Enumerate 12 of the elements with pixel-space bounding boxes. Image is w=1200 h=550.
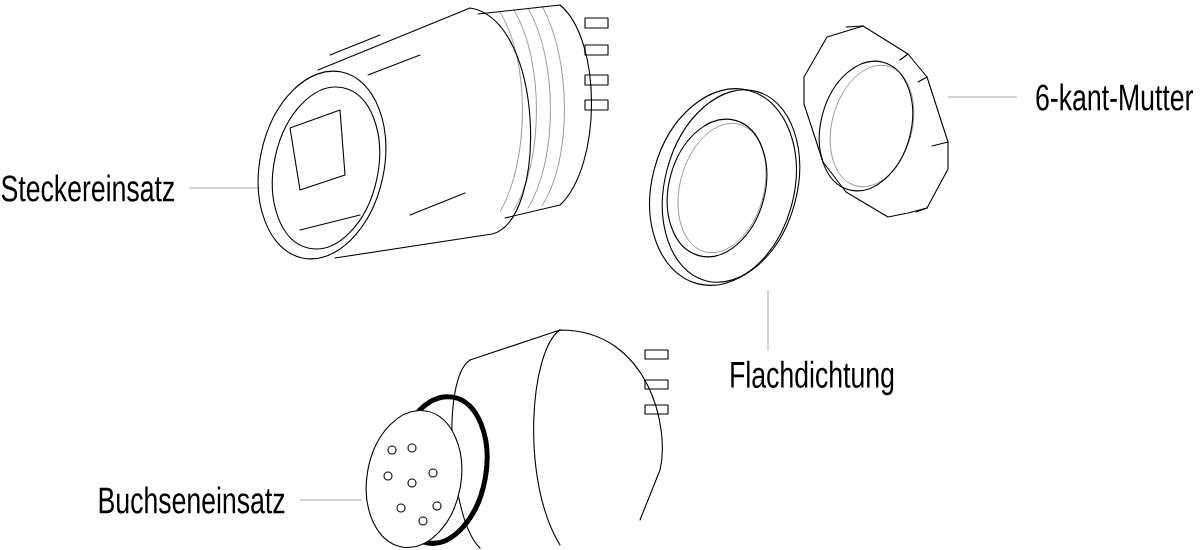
plug-insert-drawing [257, 4, 609, 260]
part-label: Flachdichtung [731, 360, 894, 396]
flat-gasket-drawing [649, 88, 801, 286]
leader-line [948, 96, 1017, 98]
part-label: Buchseneinsatz [99, 486, 285, 514]
part-label: Steckereinsatz [1, 174, 174, 202]
leader-line [189, 187, 260, 189]
socket-insert-drawing [365, 329, 669, 549]
hex-nut-drawing [803, 25, 949, 218]
part-label: 6-kant-Mutter [1036, 83, 1193, 111]
leader-line [299, 499, 362, 501]
leader-line [767, 290, 769, 351]
